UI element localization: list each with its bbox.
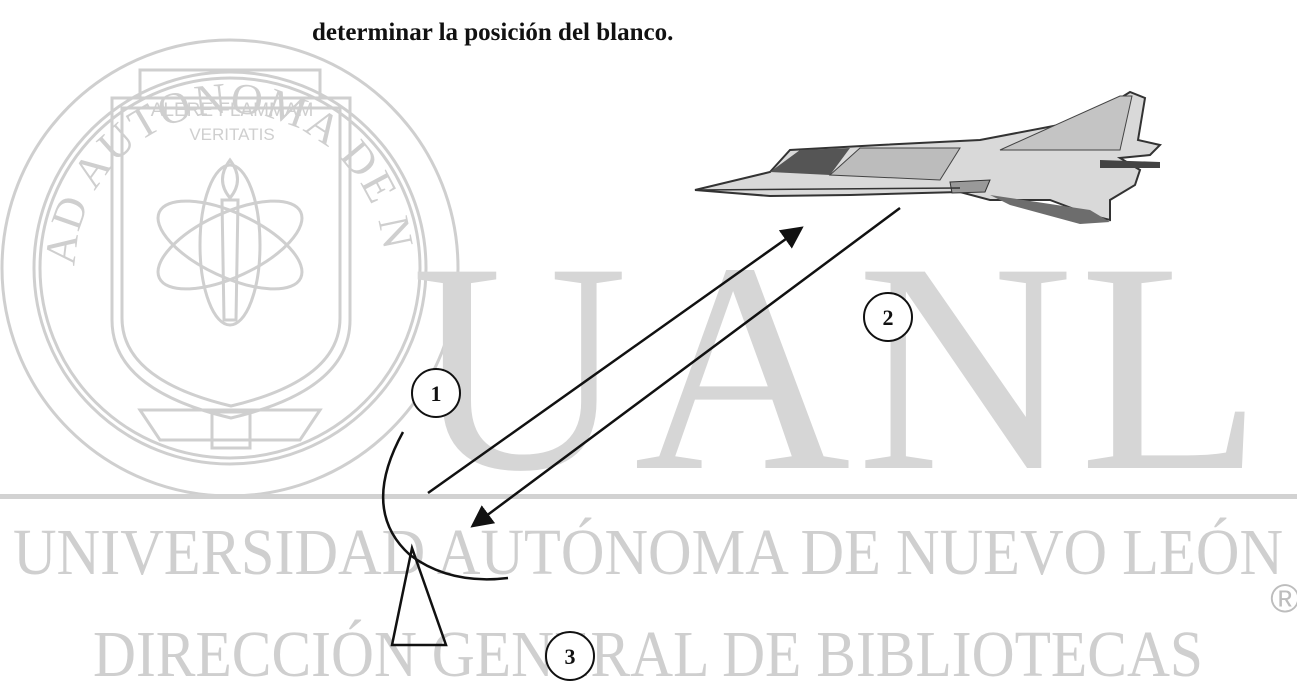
marker-1: 1	[411, 368, 461, 418]
seal-motto-line2: VERITATIS	[189, 125, 274, 144]
watermark-rule	[0, 494, 1297, 499]
fighter-jet-image	[694, 90, 1162, 224]
antenna-mast	[390, 543, 448, 647]
big-watermark-letters: UANL	[411, 201, 1268, 533]
seal-motto-line1: ALERE FLAMMAM	[151, 100, 314, 121]
watermark-university-name: UNIVERSIDAD AUTÓNOMA DE NUEVO LEÓN	[13, 516, 1283, 589]
marker-2-label: 2	[883, 305, 894, 330]
marker-2: 2	[863, 292, 913, 342]
marker-3-label: 3	[565, 644, 576, 669]
watermark-library-name: DIRECCIÓN GENERAL DE BIBLIOTECAS	[93, 618, 1203, 683]
registered-mark: ®	[1270, 577, 1297, 621]
transmitted-pulse-arrow	[427, 226, 804, 495]
echo-return-arrow	[470, 206, 901, 528]
marker-3: 3	[545, 631, 595, 681]
caption-line: determinar la posición del blanco.	[312, 19, 673, 46]
marker-1-label: 1	[431, 381, 442, 406]
